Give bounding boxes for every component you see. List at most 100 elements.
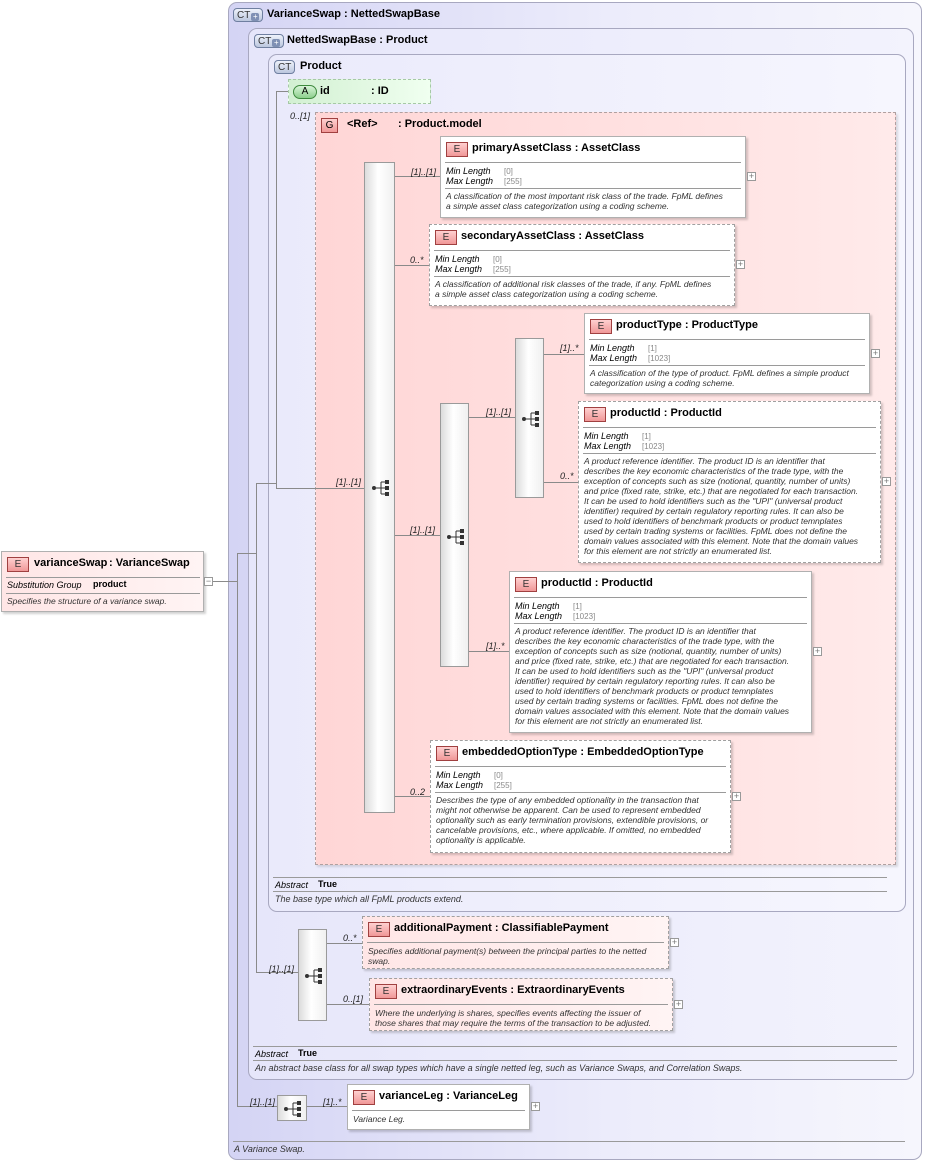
min-length-value: [0] bbox=[494, 771, 503, 780]
element-badge: E bbox=[446, 142, 468, 157]
element-doc: Specifies additional payment(s) between … bbox=[368, 946, 646, 966]
doc-line: used by certain trading systems or facil… bbox=[515, 696, 779, 706]
doc-line: It can be used to hold identifiers such … bbox=[584, 496, 843, 506]
max-length-label: Max Length bbox=[446, 176, 494, 186]
element-badge: E bbox=[353, 1090, 375, 1105]
doc-line: exception of concepts such as size (noti… bbox=[584, 476, 851, 486]
plus-expander-icon[interactable]: + bbox=[813, 646, 822, 656]
doc-line: Describes the type of any embedded optio… bbox=[436, 795, 699, 805]
doc-line: identifier) required by certain regulato… bbox=[584, 506, 844, 516]
doc-line: used to hold identifiers of benchmark pr… bbox=[515, 686, 774, 696]
plus-expander-icon[interactable]: + bbox=[531, 1101, 540, 1111]
netted-abstract-label: Abstract bbox=[255, 1049, 289, 1059]
min-length-label: Min Length bbox=[435, 254, 480, 264]
sequence-icon bbox=[284, 1101, 301, 1117]
subst-value: product bbox=[93, 579, 127, 589]
max-length-label: Max Length bbox=[584, 441, 632, 451]
doc-line: might not otherwise be apparent. Can be … bbox=[436, 805, 701, 815]
element-variance-swap[interactable]: E varianceSwap : VarianceSwap Substituti… bbox=[1, 551, 204, 612]
attribute-name: id bbox=[320, 85, 330, 97]
plus-expander-icon[interactable]: + bbox=[670, 937, 679, 947]
leg-sequence[interactable] bbox=[277, 1095, 307, 1121]
min-length-label: Min Length bbox=[446, 166, 491, 176]
ct-variance-swap-title: VarianceSwap : NettedSwapBase bbox=[267, 8, 441, 20]
min-length-value: [1] bbox=[648, 344, 657, 353]
plus-expander-icon[interactable]: + bbox=[871, 348, 880, 358]
root-element-name: varianceSwap bbox=[34, 557, 108, 569]
primary-card: [1]..[1] bbox=[411, 167, 437, 177]
doc-line: A product reference identifier. The prod… bbox=[584, 456, 825, 466]
group-ref-name: <Ref> bbox=[347, 118, 378, 130]
ct-netted-doc: An abstract base class for all swap type… bbox=[255, 1063, 743, 1073]
sequence-icon bbox=[447, 529, 464, 545]
min-length-label: Min Length bbox=[515, 601, 560, 611]
ct-variance-swap-doc: A Variance Swap. bbox=[234, 1144, 305, 1154]
root-element-doc: Specifies the structure of a variance sw… bbox=[7, 596, 167, 606]
main-sequence[interactable] bbox=[364, 162, 395, 813]
element-badge: E bbox=[436, 746, 458, 761]
plus-expander-icon[interactable]: + bbox=[732, 791, 741, 801]
element-title: extraordinaryEvents : ExtraordinaryEvent… bbox=[401, 984, 625, 996]
doc-line: A classification of additional risk clas… bbox=[435, 279, 712, 289]
doc-line: describes the key economic characteristi… bbox=[515, 636, 775, 646]
element-badge: E bbox=[435, 230, 457, 245]
type-sequence[interactable] bbox=[515, 338, 544, 498]
inner-sequence-card: [1]..[1] bbox=[410, 525, 436, 535]
producttype-card: [1]..* bbox=[560, 343, 579, 353]
element-doc: Describes the type of any embedded optio… bbox=[436, 795, 708, 845]
element-badge: E bbox=[584, 407, 606, 422]
inner-sequence[interactable] bbox=[440, 403, 469, 667]
element-badge: E bbox=[515, 577, 537, 592]
min-length-value: [0] bbox=[504, 167, 513, 176]
plus-expander-icon[interactable]: + bbox=[882, 476, 891, 486]
element-doc: Variance Leg. bbox=[353, 1114, 405, 1124]
minus-collapser-icon[interactable]: − bbox=[204, 576, 213, 586]
doc-line: and price (fixed rate, strike, etc.) tha… bbox=[584, 486, 859, 496]
doc-line: for this element are not strictly an enu… bbox=[515, 716, 704, 726]
netted-sequence[interactable] bbox=[298, 929, 327, 1021]
plus-icon: + bbox=[251, 12, 260, 21]
plus-expander-icon[interactable]: + bbox=[747, 171, 756, 181]
max-length-label: Max Length bbox=[436, 780, 484, 790]
doc-line: A product reference identifier. The prod… bbox=[515, 626, 756, 636]
min-length-label: Min Length bbox=[590, 343, 635, 353]
group-badge: G bbox=[321, 118, 338, 133]
doc-line: optionality such as early termination pr… bbox=[436, 815, 709, 825]
element-doc: A classification of the type of product.… bbox=[590, 368, 849, 388]
element-title: productId : ProductId bbox=[610, 407, 722, 419]
doc-line: domain values associated with this eleme… bbox=[515, 706, 790, 716]
leg-sequence-card: [1]..[1] bbox=[250, 1097, 276, 1107]
root-element-type: : VarianceSwap bbox=[109, 557, 190, 569]
element-badge: E bbox=[7, 557, 29, 572]
attribute-id[interactable]: A id : ID bbox=[288, 79, 431, 104]
sequence-icon bbox=[522, 411, 539, 427]
doc-line: a simple asset class categorization usin… bbox=[446, 201, 670, 211]
doc-line: those shares that may require the terms … bbox=[375, 1018, 651, 1028]
choice-sequence-card: [1]..[1] bbox=[486, 407, 512, 417]
element-title: secondaryAssetClass : AssetClass bbox=[461, 230, 645, 242]
attribute-type: : ID bbox=[371, 85, 389, 97]
max-length-value: [1023] bbox=[642, 442, 665, 451]
doc-line: domain values associated with this eleme… bbox=[584, 536, 859, 546]
doc-line: categorization using a coding scheme. bbox=[590, 378, 735, 388]
plus-expander-icon[interactable]: + bbox=[674, 999, 683, 1009]
min-length-value: [1] bbox=[642, 432, 651, 441]
doc-line: and price (fixed rate, strike, etc.) tha… bbox=[515, 656, 790, 666]
group-cardinality: 0..[1] bbox=[290, 111, 311, 121]
plus-expander-icon[interactable]: + bbox=[736, 259, 745, 269]
max-length-label: Max Length bbox=[435, 264, 483, 274]
max-length-label: Max Length bbox=[590, 353, 638, 363]
netted-sequence-card: [1]..[1] bbox=[269, 964, 295, 974]
doc-line: Variance Leg. bbox=[353, 1114, 406, 1124]
max-length-value: [1023] bbox=[648, 354, 671, 363]
element-doc: A product reference identifier. The prod… bbox=[515, 626, 789, 726]
